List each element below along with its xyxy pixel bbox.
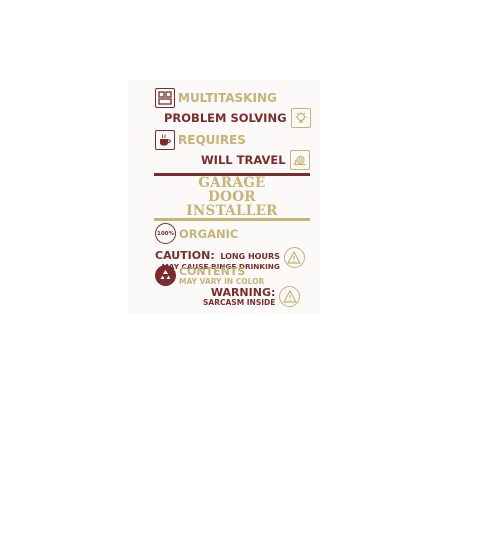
contents-text: CONTENTS [179,264,246,278]
caution-triangle-icon [283,247,305,268]
will-travel-text: WILL TRAVEL [201,153,286,167]
requires-row: REQUIRES [155,130,246,150]
title-line-1: GARAGE [198,175,266,191]
multitask-grid-icon [155,88,175,108]
coffee-cup-icon [155,130,175,150]
recycle-icon [155,265,176,286]
title-line-3: INSTALLER [186,203,278,219]
warning-triangle-icon [279,286,301,307]
multitasking-row: MULTITASKING [155,88,277,108]
contents-text-block: CONTENTS MAY VARY IN COLOR [179,266,264,286]
job-title: GARAGE DOOR INSTALLER [154,176,310,218]
caution-long-hours: LONG HOURS [220,252,280,261]
caution-label: CAUTION: [155,249,215,262]
divider-bottom [154,218,310,221]
snail-icon [289,150,310,170]
will-travel-row: WILL TRAVEL [201,150,310,170]
caution-subtext: MAY CAUSE BINGE DRINKING [161,262,280,271]
typography-design: MULTITASKING PROBLEM SOLVING REQUIRES WI… [128,80,320,314]
caution-text-block: CAUTION: LONG HOURS MAY CAUSE BINGE DRIN… [155,244,280,271]
divider-top [154,173,310,176]
hundred-percent-badge-icon: 100% [155,223,176,244]
warning-label: WARNING: [210,285,276,299]
contents-subtext: MAY VARY IN COLOR [179,276,265,286]
lightbulb-icon [290,108,311,128]
problem-solving-text: PROBLEM SOLVING [164,111,287,125]
requires-text: REQUIRES [178,133,246,147]
contents-row: CONTENTS MAY VARY IN COLOR [155,265,264,286]
organic-text: ORGANIC [179,226,239,241]
title-line-2: DOOR [208,189,256,205]
warning-subtext: SARCASM INSIDE [203,297,276,307]
problem-solving-row: PROBLEM SOLVING [164,108,311,128]
caution-row: CAUTION: LONG HOURS MAY CAUSE BINGE DRIN… [155,244,305,271]
warning-text-block: WARNING: SARCASM INSIDE [203,287,275,307]
organic-row: 100% ORGANIC [155,223,238,244]
warning-row: WARNING: SARCASM INSIDE [203,286,301,307]
multitasking-text: MULTITASKING [178,91,277,105]
